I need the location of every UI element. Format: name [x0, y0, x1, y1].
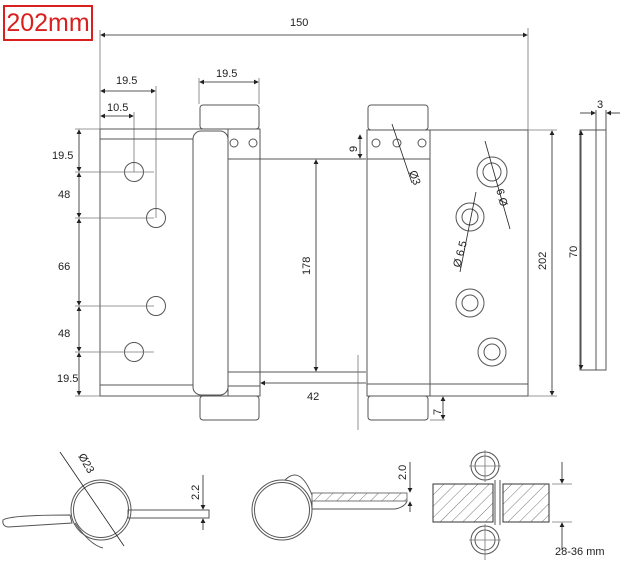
countersunk-hole: [476, 156, 508, 188]
svg-text:2.0: 2.0: [397, 465, 409, 480]
dim-offset-42: 42: [260, 355, 366, 430]
section-view: Ø23 2.2 2.0: [2, 452, 413, 549]
svg-text:19.5: 19.5: [116, 75, 137, 87]
svg-text:9: 9: [348, 146, 360, 152]
svg-text:66: 66: [58, 261, 70, 273]
svg-text:48: 48: [58, 189, 70, 201]
right-leaf: [366, 104, 529, 421]
svg-text:7: 7: [432, 409, 444, 415]
size-badge: 202mm: [3, 5, 93, 41]
svg-text:202: 202: [537, 252, 549, 270]
countersunk-hole: [455, 288, 485, 318]
svg-text:Ø23: Ø23: [75, 452, 96, 476]
svg-text:19.5: 19.5: [57, 373, 78, 385]
dim-overall-width: 150: [99, 17, 529, 130]
svg-text:42: 42: [307, 391, 319, 403]
dim-right-details: 9 Ø3 Ø 9 Ø 6.5 7 202: [348, 123, 557, 421]
dim-hole-spacing: 19.5 48 66 48 19.5: [52, 128, 154, 397]
left-leaf: [99, 104, 366, 421]
side-view: 70 3: [568, 99, 620, 371]
svg-text:Ø 9: Ø 9: [495, 187, 511, 207]
installation-view: 28-36 mm: [432, 450, 605, 560]
svg-text:3: 3: [597, 99, 603, 111]
countersunk-hole: [455, 202, 485, 232]
svg-text:2.2: 2.2: [190, 485, 202, 500]
svg-text:28-36 mm: 28-36 mm: [555, 546, 605, 558]
dim-inner-height: 178: [301, 159, 319, 372]
svg-text:Ø 6.5: Ø 6.5: [451, 240, 470, 269]
dim-hole-offsets: 19.5 10.5 19.5: [100, 68, 260, 218]
svg-text:48: 48: [58, 328, 70, 340]
svg-text:19.5: 19.5: [216, 68, 237, 80]
svg-text:150: 150: [290, 17, 308, 29]
svg-text:19.5: 19.5: [52, 150, 73, 162]
svg-text:Ø3: Ø3: [406, 169, 422, 187]
svg-text:70: 70: [568, 246, 580, 258]
countersunk-hole: [477, 337, 507, 367]
svg-text:178: 178: [301, 257, 313, 275]
svg-text:10.5: 10.5: [107, 102, 128, 114]
